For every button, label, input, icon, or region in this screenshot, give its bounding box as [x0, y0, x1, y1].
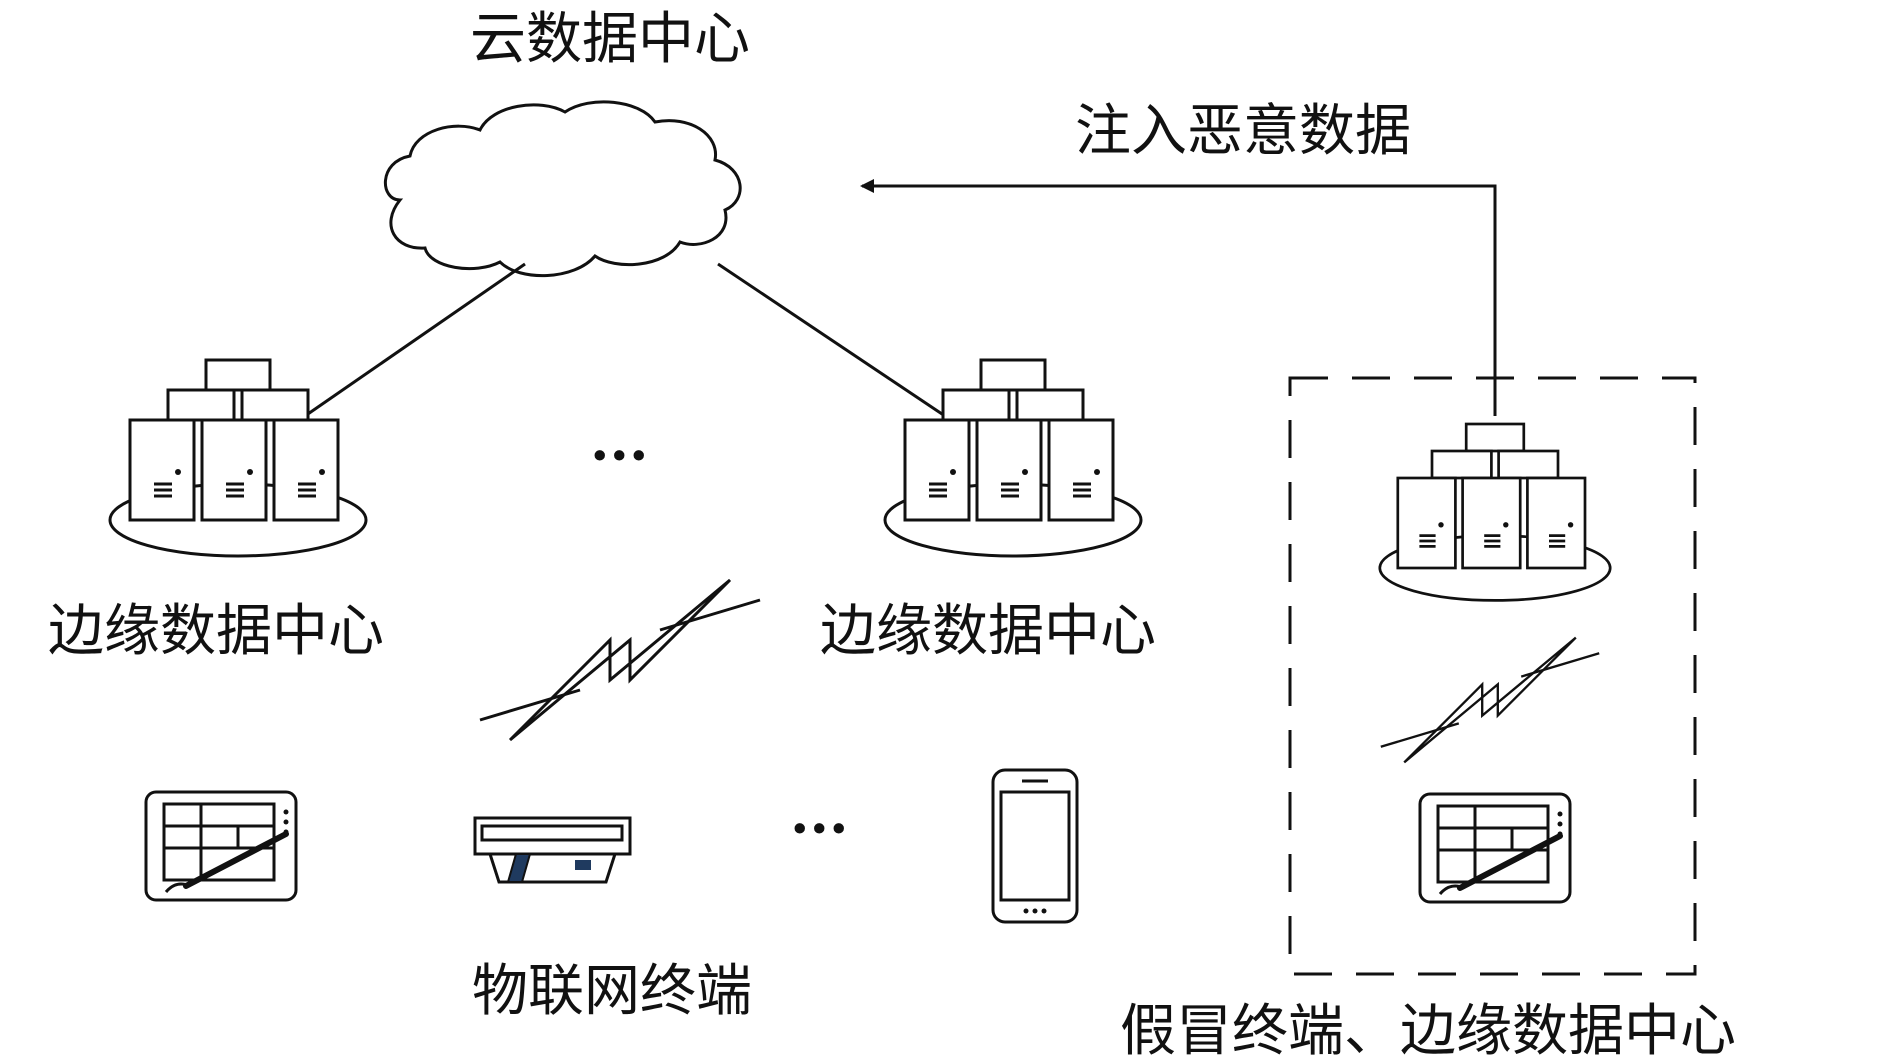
cloud-label: 云数据中心: [470, 7, 750, 72]
iot-label: 物联网终端: [472, 959, 752, 1024]
tablet-icon-fake: [1420, 794, 1570, 902]
edge-left-label: 边缘数据中心: [48, 599, 384, 664]
scanner-icon: [473, 816, 632, 884]
device-ellipsis: ···: [790, 796, 849, 862]
tablet-icon: [146, 792, 296, 900]
server-cluster-icon-fake: [1378, 422, 1612, 602]
lightning-link-icon-fake: [1379, 636, 1601, 764]
inject-label: 注入恶意数据: [1075, 99, 1411, 164]
smartphone-icon: [991, 768, 1079, 924]
fake-zone-box: [1288, 376, 1697, 976]
cloud-edge-link-left: [304, 262, 526, 418]
edge-ellipsis: ···: [590, 423, 649, 489]
fake-label: 假冒终端、边缘数据中心: [1120, 999, 1736, 1063]
cloud-icon: [384, 100, 742, 278]
cloud-edge-link-right: [717, 262, 946, 418]
server-cluster-icon-right: [883, 358, 1143, 558]
inject-arrow: [860, 179, 1497, 416]
lightning-link-icon: [478, 578, 762, 742]
server-cluster-icon-left: [108, 358, 368, 558]
edge-right-label: 边缘数据中心: [820, 599, 1156, 664]
